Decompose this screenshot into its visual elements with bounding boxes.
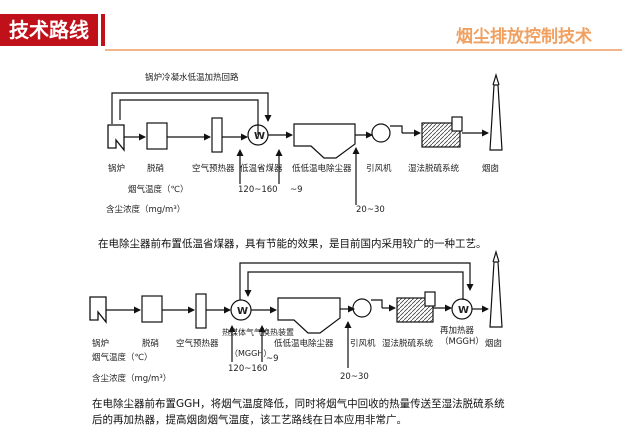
denitration-box-2 (141, 295, 163, 323)
w-symbol-2: W (237, 306, 248, 317)
chimney-shape (489, 84, 503, 151)
temp-2-1: 120~160 (228, 364, 268, 374)
caption-2-line-2: 后的再加热器，提高烟囱烟气温度，该工艺路线在日本应用非常广。 (92, 414, 407, 426)
chimney-shape-2 (489, 261, 503, 328)
label-fgd-2: 湿法脱硫系统 (382, 338, 434, 349)
label-fan: 引风机 (366, 163, 392, 174)
w-symbol-3: W (458, 305, 469, 316)
mggh-loop-top (239, 262, 474, 300)
diagram-2 (89, 249, 503, 368)
row-label-temp: 烟气温度（℃） (128, 184, 189, 195)
esp-shape-2 (277, 297, 341, 334)
caption-1: 在电除尘器前布置低温省煤器，具有节能的效果，是目前国内采用较广的一种工艺。 (98, 238, 487, 250)
label-air-preheater-2: 空气预热器 (176, 338, 219, 349)
boiler-shape-2 (89, 296, 107, 324)
dust-2: 20~30 (340, 372, 369, 382)
label-air-preheater: 空气预热器 (192, 163, 235, 174)
label-chimney: 烟囱 (482, 163, 499, 174)
w-symbol-1: W (254, 131, 265, 142)
condensate-loop (111, 92, 272, 124)
fan-circle (371, 123, 391, 143)
temp-2: ~9 (290, 185, 303, 195)
mggh-loop-return (244, 271, 464, 300)
temp-1: 120~160 (238, 185, 278, 195)
topic-title: 烟尘排放控制技术 (456, 27, 592, 47)
label-boiler: 锅炉 (108, 163, 125, 174)
label-esp: 低低温电除尘器 (292, 163, 352, 174)
denitration-box (146, 122, 168, 150)
row-label-temp-2: 烟气温度（℃） (92, 352, 153, 363)
caption-2-line-1: 在电除尘器前布置GGH，将烟气温度降低，同时将烟气中回收的热量传送至湿法脱硫系统 (92, 398, 505, 410)
diagram-2-labels: 锅炉 脱硝 空气预热器 热媒体气气换热装置 （MGGH） 低低温电除尘器 引风机… (92, 305, 502, 384)
label-esp-2: 低低温电除尘器 (274, 338, 334, 349)
label-fgd: 湿法脱硫系统 (408, 163, 460, 174)
section-title: 技术路线 (0, 14, 98, 46)
air-preheater-box (211, 117, 223, 153)
dust-1: 20~30 (356, 205, 385, 215)
row-label-dust-2: 含尘浓度（mg/m³） (92, 373, 171, 384)
label-mggh-1a: 热媒体气气换热装置 (222, 327, 294, 337)
diagram-1-labels: 锅炉冷凝水低温加热回路 锅炉 脱硝 空气预热器 低温省煤器 低低温电除尘器 引风… (106, 72, 499, 215)
diagram-1 (107, 72, 503, 205)
label-denitration: 脱硝 (147, 163, 164, 174)
header: 技术路线 烟尘排放控制技术 (0, 0, 626, 54)
label-economizer: 低温省煤器 (240, 163, 283, 174)
label-chimney-2: 烟囱 (485, 338, 502, 349)
title-accent-bar (101, 14, 105, 46)
temp-2-2: ~9 (266, 354, 279, 364)
esp-shape (293, 123, 356, 159)
label-reheater: 再加热器 (440, 325, 475, 336)
header-divider (105, 49, 622, 51)
loop-label: 锅炉冷凝水低温加热回路 (145, 72, 239, 83)
label-boiler-2: 锅炉 (92, 338, 109, 349)
row-label-dust: 含尘浓度（mg/m³） (106, 204, 185, 215)
label-mggh-1b: （MGGH） (230, 349, 271, 358)
air-preheater-box-2 (195, 293, 207, 329)
label-denitration-2: 脱硝 (142, 338, 159, 349)
fan-circle-2 (352, 298, 372, 318)
condensate-return (119, 99, 259, 135)
boiler-shape (107, 124, 125, 152)
label-reheater-mggh: （MGGH） (440, 336, 484, 347)
label-fan-2: 引风机 (350, 338, 376, 349)
